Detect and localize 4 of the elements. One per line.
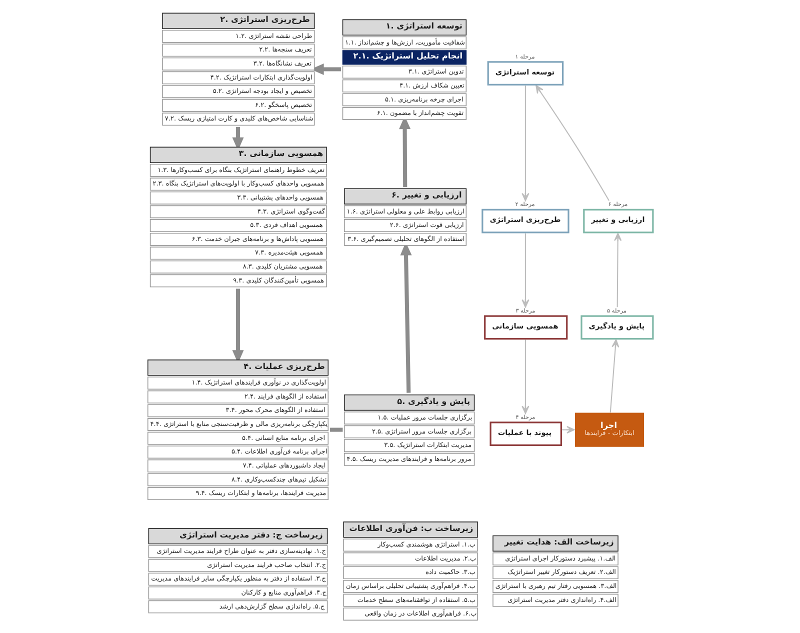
node-text: پایش و یادگیری xyxy=(588,321,645,330)
node-text: همسویی سازمانی xyxy=(492,321,558,330)
node-text: ارزیابی و تغییر xyxy=(591,215,645,224)
node-text: طرح‌ریزی استراتژی xyxy=(490,215,561,224)
